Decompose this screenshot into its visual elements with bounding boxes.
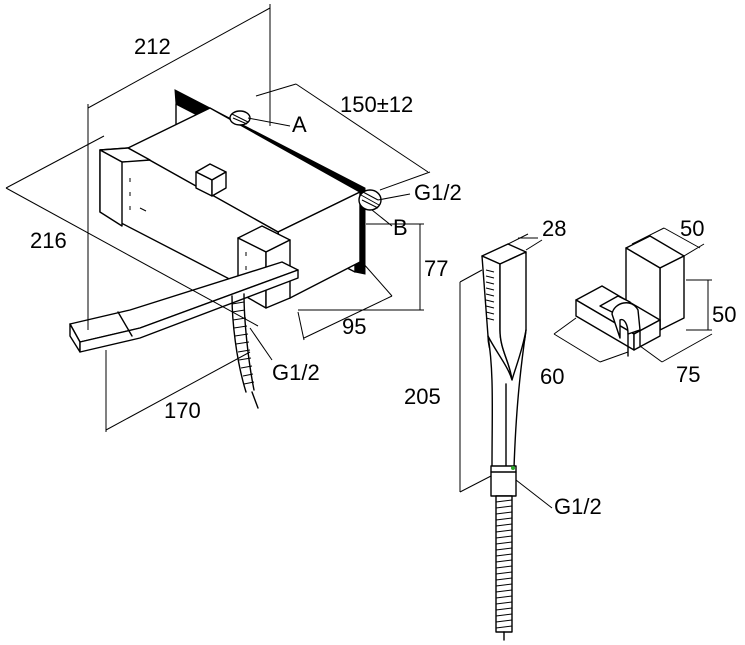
wall-holder xyxy=(575,235,685,357)
dim-216: 216 xyxy=(30,228,67,253)
diverter-knob-side xyxy=(211,171,227,197)
dim-28: 28 xyxy=(542,216,566,241)
dim-50-width: 50 xyxy=(680,216,704,241)
left-block-face xyxy=(99,149,123,227)
holder-plate-side xyxy=(659,255,685,331)
label-a: A xyxy=(292,112,307,137)
dim-212: 212 xyxy=(134,34,171,59)
inlet-connector-a xyxy=(229,110,251,126)
label-g12-inlet: G1/2 xyxy=(414,180,462,205)
shower-connector xyxy=(490,465,517,497)
dim-205: 205 xyxy=(404,384,441,409)
dim-50-height: 50 xyxy=(712,302,736,327)
inlet-connector-b xyxy=(358,189,382,211)
holder-dimensions: 50 50 60 75 xyxy=(540,216,736,389)
dim-75: 75 xyxy=(676,362,700,387)
shower-handle xyxy=(487,329,527,469)
dim-150-12: 150±12 xyxy=(340,92,413,117)
mixer-dimensions: 212 216 150±12 A G1/2 B 77 95 G1/2 xyxy=(5,4,462,432)
mixer-body xyxy=(69,89,382,409)
hose-ribs xyxy=(231,301,255,385)
shower-hose xyxy=(495,495,513,633)
dim-95: 95 xyxy=(342,314,366,339)
holder-cradle-top xyxy=(599,295,631,313)
dim-60: 60 xyxy=(540,364,564,389)
spout-front xyxy=(79,269,299,353)
connector-dot xyxy=(511,466,515,470)
handshower-dimensions: 28 205 G1/2 xyxy=(404,216,602,519)
dim-77: 77 xyxy=(424,256,448,281)
dim-170: 170 xyxy=(164,398,201,423)
shower-nozzles xyxy=(485,269,495,321)
label-g12-outlet: G1/2 xyxy=(272,360,320,385)
label-b: B xyxy=(393,215,408,240)
label-g12-handshower: G1/2 xyxy=(554,494,602,519)
shower-hose-ribs xyxy=(495,499,513,629)
hose-outline-right xyxy=(243,293,255,391)
hand-shower xyxy=(481,243,527,641)
